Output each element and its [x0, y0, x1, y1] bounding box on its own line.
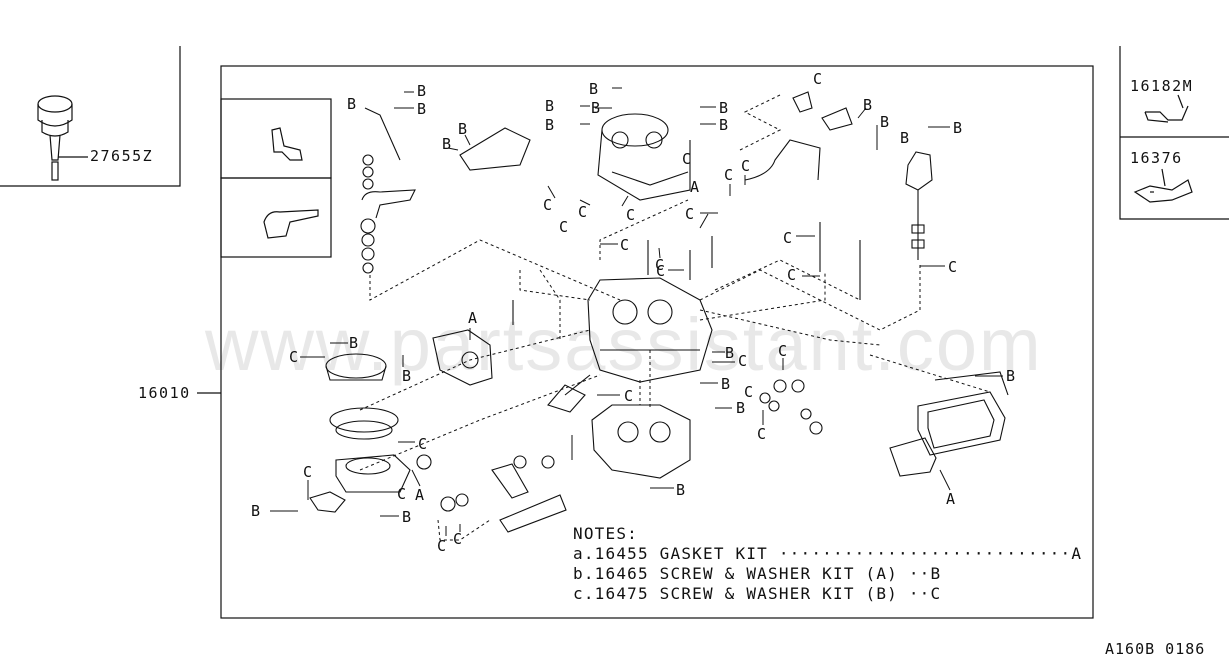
- part-number-27655z: 27655Z: [90, 147, 154, 165]
- callout-c: C: [289, 348, 300, 366]
- callout-c: C: [559, 218, 570, 236]
- note-line-b: b.16465 SCREW & WASHER KIT (A) ··B: [573, 564, 942, 583]
- callout-b: B: [719, 116, 730, 134]
- callout-c: C: [303, 463, 314, 481]
- note-line-a: a.16455 GASKET KIT ·····················…: [573, 544, 1083, 563]
- callout-a: A: [468, 309, 479, 327]
- callout-c: C: [437, 537, 448, 555]
- callout-b: B: [251, 502, 262, 520]
- callout-b: B: [591, 99, 602, 117]
- callout-c: C: [948, 258, 959, 276]
- callout-c: C: [578, 203, 589, 221]
- callout-c: C: [741, 157, 752, 175]
- callout-b: B: [545, 116, 556, 134]
- callout-c: C: [682, 150, 693, 168]
- callout-b: B: [719, 99, 730, 117]
- inset-left-frame: [0, 46, 181, 187]
- bracket-16376-icon: [1133, 179, 1193, 203]
- lever-arm-icon: [263, 209, 319, 239]
- callout-c: C: [778, 342, 789, 360]
- note-line-c: c.16475 SCREW & WASHER KIT (B) ··C: [573, 584, 942, 603]
- callout-c: C: [783, 229, 794, 247]
- callout-c: C: [453, 530, 464, 548]
- callout-c: C: [738, 352, 749, 370]
- inset-right-frame: [1119, 46, 1229, 220]
- part-number-16010: 16010: [138, 384, 191, 402]
- callout-b: B: [863, 96, 874, 114]
- callout-b: B: [349, 334, 360, 352]
- callout-c: C: [418, 435, 429, 453]
- callout-c: C: [787, 266, 798, 284]
- callout-c: C: [724, 166, 735, 184]
- callout-b: B: [725, 344, 736, 362]
- callout-b: B: [676, 481, 687, 499]
- callout-c: C: [626, 206, 637, 224]
- callout-b: B: [417, 82, 428, 100]
- notes-heading: NOTES:: [573, 524, 638, 543]
- callout-a: A: [690, 178, 701, 196]
- callout-b: B: [736, 399, 747, 417]
- callout-b: B: [589, 80, 600, 98]
- callout-b: B: [347, 95, 358, 113]
- part-number-16376: 16376: [1130, 149, 1183, 167]
- callout-b: B: [442, 135, 453, 153]
- bracket-16182m-icon: [1145, 105, 1189, 121]
- callout-c: C: [656, 262, 667, 280]
- callout-b: B: [1006, 367, 1017, 385]
- callout-c: C: [624, 387, 635, 405]
- callout-c: C: [813, 70, 824, 88]
- callout-c: C: [397, 485, 408, 503]
- callout-c: C: [757, 425, 768, 443]
- diagram-code: A160B 0186: [1105, 640, 1206, 658]
- part-27655z-icon: [37, 95, 88, 181]
- callout-a: A: [415, 486, 426, 504]
- lever-small-icon: [271, 127, 303, 161]
- callout-a: A: [946, 490, 957, 508]
- watermark: www.partsassistant.com: [205, 303, 1043, 386]
- notes-block: NOTES: a.16455 GASKET KIT ··············…: [573, 524, 1082, 604]
- callout-c: C: [655, 256, 666, 274]
- callout-b: B: [417, 100, 428, 118]
- callout-b: B: [402, 508, 413, 526]
- callout-c: C: [744, 383, 755, 401]
- callout-b: B: [953, 119, 964, 137]
- callout-b: B: [402, 367, 413, 385]
- callout-b: B: [458, 120, 469, 138]
- callout-b: B: [545, 97, 556, 115]
- main-frame: [220, 65, 1094, 619]
- callout-c: C: [685, 205, 696, 223]
- callout-b: B: [900, 129, 911, 147]
- callout-b: B: [880, 113, 891, 131]
- callout-b: B: [721, 375, 732, 393]
- callout-c: C: [620, 236, 631, 254]
- callout-c: C: [543, 196, 554, 214]
- part-number-16182m: 16182M: [1130, 77, 1194, 95]
